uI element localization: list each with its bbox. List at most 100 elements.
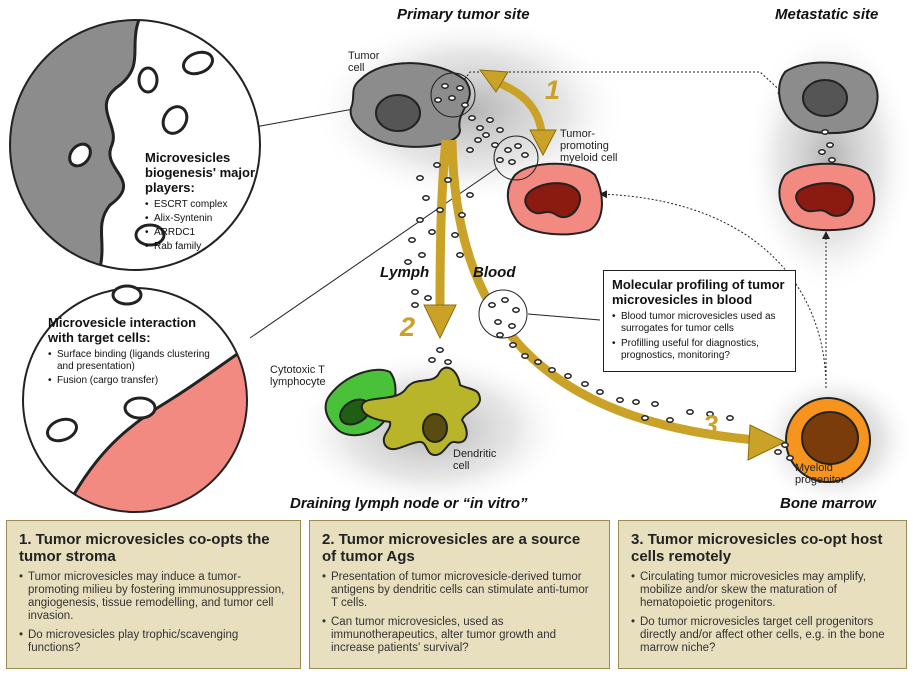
microvesicle — [582, 382, 588, 386]
microvesicle — [475, 138, 481, 142]
microvesicle — [477, 126, 483, 130]
microvesicle — [522, 153, 528, 157]
metastatic-site-heading: Metastatic site — [775, 6, 878, 23]
interaction-item: Surface binding (ligands clustering and … — [48, 349, 218, 373]
lymph-node-heading: Draining lymph node or “in vitro” — [290, 495, 528, 512]
progenitor-label: Myeloid progenitor — [795, 462, 860, 486]
microvesicle — [667, 418, 673, 422]
microvesicle — [642, 416, 648, 420]
microvesicle — [445, 360, 451, 364]
route-number-2: 2 — [400, 312, 415, 343]
microvesicle — [495, 320, 501, 324]
microvesicle — [459, 213, 465, 217]
profiling-box: Molecular profiling of tumor microvesicl… — [603, 270, 796, 372]
microvesicle — [409, 238, 415, 242]
panel-1-item: Tumor microvesicles may induce a tumor-p… — [19, 571, 288, 623]
microvesicle — [513, 308, 519, 312]
diagram-stage — [0, 0, 913, 515]
microvesicle — [467, 148, 473, 152]
microvesicle — [535, 360, 541, 364]
microvesicle — [452, 233, 458, 237]
arrow-2-head — [424, 305, 456, 338]
microvesicle — [775, 450, 781, 454]
microvesicle — [429, 358, 435, 362]
microvesicle — [549, 368, 555, 372]
panel-3-item: Circulating tumor microvesicles may ampl… — [631, 571, 894, 610]
microvesicle — [419, 253, 425, 257]
summary-panel-3: 3. Tumor microvesicles co-opt host cells… — [618, 520, 907, 669]
microvesicle — [522, 354, 528, 358]
panel-1-item: Do microvesicles play trophic/scavenging… — [19, 629, 288, 655]
microvesicle — [787, 456, 793, 460]
microvesicle — [509, 324, 515, 328]
blood-label: Blood — [473, 264, 516, 281]
dendritic-label: Dendritic cell — [453, 448, 503, 472]
microvesicle — [819, 150, 825, 154]
panel-3-title: 3. Tumor microvesicles co-opt host cells… — [631, 531, 894, 565]
microvesicle — [412, 303, 418, 307]
interaction-item: Fusion (cargo transfer) — [48, 375, 218, 387]
microvesicle — [633, 400, 639, 404]
microvesicle — [435, 98, 441, 102]
microvesicle — [449, 96, 455, 100]
microvesicle — [442, 84, 448, 88]
panel-1-title: 1. Tumor microvesicles co-opts the tumor… — [19, 531, 288, 565]
microvesicle — [437, 208, 443, 212]
biogenesis-item: Rab family — [145, 241, 255, 253]
microvesicle — [412, 290, 418, 294]
metastatic-tumor-cell — [779, 63, 877, 134]
microvesicle — [502, 298, 508, 302]
biogenesis-text: Microvesicles biogenesis' major players:… — [145, 150, 255, 255]
panel-3-item: Do tumor microvesicles target cell proge… — [631, 616, 894, 655]
microvesicle — [462, 103, 468, 107]
microvesicle — [505, 148, 511, 152]
microvesicle — [597, 390, 603, 394]
summary-panel-1: 1. Tumor microvesicles co-opts the tumor… — [6, 520, 301, 669]
panel-2-item: Can tumor microvesicles, used as immunot… — [322, 616, 597, 655]
microvesicle — [509, 160, 515, 164]
microvesicle — [652, 402, 658, 406]
microvesicle — [425, 296, 431, 300]
profiling-item: Profilling useful for diagnostics, progn… — [612, 338, 787, 362]
microvesicle — [483, 133, 489, 137]
microvesicle — [565, 374, 571, 378]
microvesicle — [497, 158, 503, 162]
microvesicle — [510, 343, 516, 347]
route-number-1: 1 — [545, 75, 560, 106]
microvesicle — [434, 163, 440, 167]
tumor-cell — [351, 63, 475, 147]
profiling-title: Molecular profiling of tumor microvesicl… — [612, 277, 787, 307]
tumor-cell-label: Tumor cell — [348, 50, 398, 74]
biogenesis-item: ARRDC1 — [145, 227, 255, 239]
microvesicle — [487, 118, 493, 122]
microvesicle — [429, 230, 435, 234]
microvesicle — [423, 196, 429, 200]
panel-2-title: 2. Tumor microvesicles are a source of t… — [322, 531, 597, 565]
vesicle-outside-circle — [113, 286, 141, 304]
biogenesis-item: Alix-Syntenin — [145, 213, 255, 225]
microvesicle — [822, 130, 828, 134]
microvesicle — [437, 348, 443, 352]
bone-marrow-heading: Bone marrow — [780, 495, 876, 512]
microvesicle — [469, 116, 475, 120]
blood-vesicle-circle — [479, 290, 527, 338]
lymph-label: Lymph — [380, 264, 429, 281]
microvesicle — [515, 144, 521, 148]
microvesicle — [497, 333, 503, 337]
connector-line-profiling — [528, 314, 600, 320]
biogenesis-item: ESCRT complex — [145, 199, 255, 211]
microvesicle — [467, 193, 473, 197]
microvesicle — [457, 86, 463, 90]
microvesicle — [617, 398, 623, 402]
microvesicle — [782, 443, 788, 447]
diagram-canvas — [0, 0, 913, 515]
microvesicle — [445, 178, 451, 182]
microvesicle — [492, 143, 498, 147]
microvesicle — [829, 158, 835, 162]
interaction-text: Microvesicle interaction with target cel… — [48, 315, 218, 389]
route-number-3: 3 — [703, 410, 718, 441]
microvesicle — [827, 143, 833, 147]
summary-panel-2: 2. Tumor microvesicles are a source of t… — [309, 520, 610, 669]
panel-2-item: Presentation of tumor microvesicle-deriv… — [322, 571, 597, 610]
profiling-item: Blood tumor microvesicles used as surrog… — [612, 311, 787, 335]
